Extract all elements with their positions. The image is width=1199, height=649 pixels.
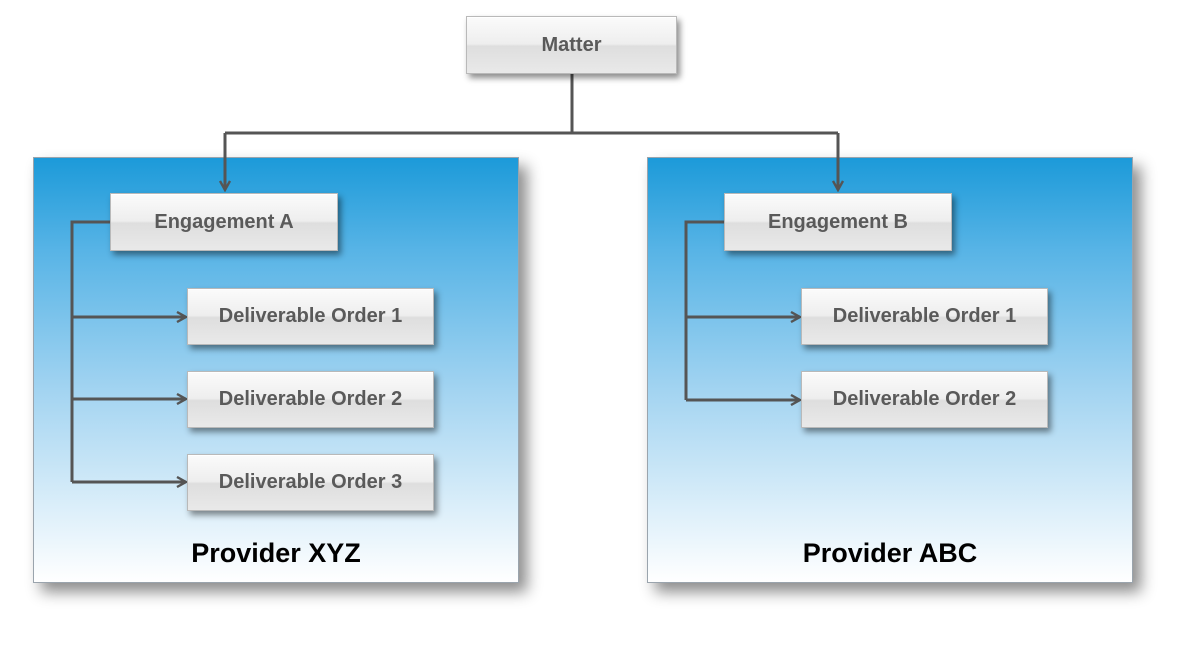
deliverable-order-node: Deliverable Order 1 — [187, 288, 434, 345]
engagement-b-node: Engagement B — [724, 193, 952, 251]
deliverable-order-node: Deliverable Order 1 — [801, 288, 1048, 345]
deliverable-order-node: Deliverable Order 2 — [187, 371, 434, 428]
provider-title: Provider XYZ — [191, 538, 361, 568]
deliverable-order-node: Deliverable Order 2 — [801, 371, 1048, 428]
matter-node: Matter — [466, 16, 677, 74]
deliverable-order-node: Deliverable Order 3 — [187, 454, 434, 511]
provider-title: Provider ABC — [802, 538, 978, 568]
engagement-a-node: Engagement A — [110, 193, 338, 251]
